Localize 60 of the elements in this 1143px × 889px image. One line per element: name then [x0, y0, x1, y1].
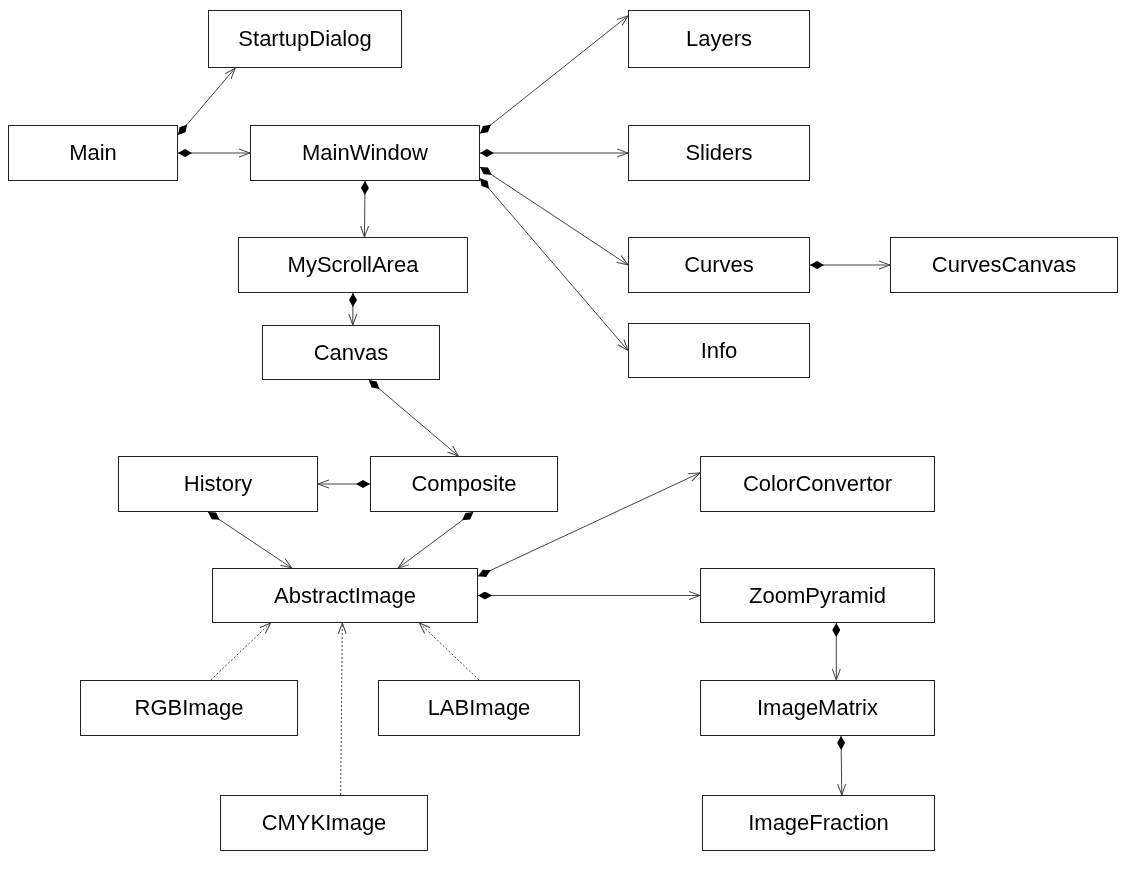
- composition-arrow: [177, 148, 251, 158]
- class-box: [220, 795, 428, 851]
- class-name: Info: [700, 337, 738, 364]
- class-box: [378, 680, 580, 736]
- composition-arrow: [479, 15, 629, 134]
- class-box: [238, 237, 468, 293]
- class-name: AbstractImage: [274, 582, 416, 609]
- class-name: History: [183, 471, 253, 497]
- class-box: [370, 456, 558, 512]
- composition-arrow: [477, 591, 701, 600]
- class-box: [118, 456, 318, 512]
- dashed-arrow: [419, 622, 480, 681]
- composition-arrow: [809, 260, 891, 270]
- class-name: Sliders: [685, 140, 753, 166]
- dashed-arrow: [337, 622, 347, 796]
- class-box: [700, 568, 935, 623]
- class-box: [628, 323, 810, 378]
- class-name: ImageFraction: [748, 810, 889, 836]
- class-name: MyScrollArea: [287, 252, 419, 278]
- class-name: Canvas: [313, 339, 389, 366]
- class-name: ZoomPyramid: [749, 582, 886, 609]
- composition-arrow: [397, 511, 474, 569]
- composition-arrow: [477, 472, 701, 577]
- class-box: [80, 680, 298, 736]
- class-box: [8, 125, 178, 181]
- class-name: ImageMatrix: [756, 695, 878, 721]
- composition-arrow: [831, 622, 841, 681]
- composition-arrow: [479, 166, 629, 266]
- class-box: [250, 125, 480, 181]
- composition-arrow: [479, 148, 629, 158]
- class-name: Main: [69, 140, 117, 166]
- class-name: MainWindow: [302, 140, 428, 166]
- composition-arrow: [177, 67, 236, 136]
- class-name: StartupDialog: [238, 26, 372, 52]
- class-box: [628, 10, 810, 68]
- class-box: [702, 795, 935, 851]
- composition-arrow: [360, 180, 370, 238]
- class-name: RGBImage: [134, 695, 244, 721]
- composition-arrow: [479, 177, 629, 351]
- composition-arrow: [348, 292, 358, 326]
- class-name: Curves: [684, 252, 754, 278]
- class-box: [212, 568, 478, 623]
- class-name: CMYKImage: [261, 810, 387, 836]
- class-name: LABImage: [427, 695, 531, 721]
- composition-arrow: [207, 511, 293, 569]
- class-name: ColorConvertor: [742, 471, 893, 497]
- dashed-arrow: [210, 622, 271, 681]
- class-box: [262, 325, 440, 380]
- class-name: Layers: [685, 26, 752, 52]
- composition-arrow: [368, 379, 459, 457]
- class-box: [628, 125, 810, 181]
- class-box: [890, 237, 1118, 293]
- composition-arrow: [317, 479, 371, 489]
- class-box: [700, 456, 935, 512]
- class-box: [628, 237, 810, 293]
- composition-arrow: [837, 735, 847, 796]
- class-name: CurvesCanvas: [931, 252, 1077, 278]
- class-name: Composite: [411, 471, 517, 497]
- class-box: [208, 10, 402, 68]
- class-box: [700, 680, 935, 736]
